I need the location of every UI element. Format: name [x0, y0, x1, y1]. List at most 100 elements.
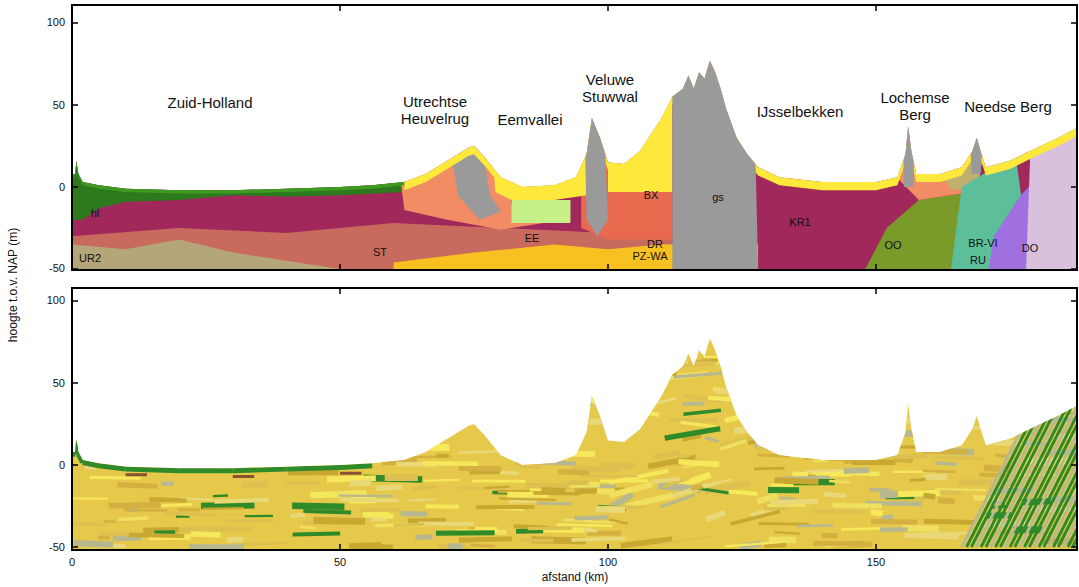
lithology-streak: [931, 371, 967, 377]
geologic-unit: [72, 239, 340, 269]
lithology-streak: [422, 411, 467, 416]
unit-code: RU: [970, 254, 986, 267]
lithology-streak: [224, 373, 244, 374]
unit-code: hl: [91, 207, 100, 220]
lithology-streak: [104, 520, 116, 523]
region-name: Utrechtse Heuvelrug: [385, 93, 485, 128]
lithology-streak: [72, 523, 106, 524]
lithology-streak: [829, 481, 850, 482]
lithology-streak: [1007, 406, 1044, 407]
lithology-streak: [558, 419, 602, 426]
lithology-streak: [311, 409, 359, 410]
lithology-streak: [829, 412, 879, 416]
lithology-streak: [867, 364, 895, 368]
lithology-streak: [1022, 398, 1070, 399]
lithology-streak: [293, 377, 321, 383]
lithology-streak: [439, 547, 470, 548]
lithology-streak: [350, 482, 371, 484]
lithology-streak: [652, 479, 680, 482]
lithology-streak: [436, 530, 495, 536]
lithology-streak: [372, 415, 396, 416]
lithology-streak: [96, 455, 124, 458]
lithology-streak: [203, 507, 244, 510]
lithology-streak: [792, 354, 834, 355]
axis-number: 100: [47, 16, 65, 29]
region-name: Lochemse Berg: [878, 89, 953, 124]
lithology-streak: [808, 372, 829, 373]
lithology-streak: [771, 483, 794, 487]
axis-number: 150: [867, 556, 885, 569]
lithology-streak: [871, 512, 883, 513]
lithology-streak: [636, 369, 676, 374]
unit-code: UR2: [79, 252, 101, 265]
lithology-streak: [349, 445, 391, 446]
lithology-streak: [896, 372, 911, 373]
lithology-streak: [914, 398, 926, 404]
axis-tick: [1071, 22, 1077, 24]
lithology-streak: [536, 502, 571, 506]
lithology-streak: [748, 430, 796, 444]
axis-tick: [72, 300, 78, 302]
lithology-streak: [98, 536, 110, 540]
axis-tick: [1071, 382, 1077, 384]
lithology-streak: [1009, 361, 1032, 362]
lithology-streak: [936, 463, 957, 465]
lithology-streak: [388, 373, 433, 379]
lithology-streak: [810, 510, 866, 514]
lithology-streak: [880, 491, 898, 499]
lithology-streak: [869, 489, 891, 490]
lithology-streak: [708, 398, 751, 401]
lithology-streak: [833, 503, 882, 508]
lithology-streak: [957, 354, 1016, 355]
lithology-streak: [411, 387, 457, 391]
lithology-streak: [393, 358, 427, 362]
region-name: Eemvallei: [497, 111, 562, 128]
lithology-streak: [863, 403, 912, 406]
lithology-streak: [372, 515, 393, 516]
lithology-streak: [306, 355, 347, 356]
lithology-streak: [810, 379, 836, 382]
lithology-streak: [275, 456, 316, 460]
lithology-streak: [402, 366, 453, 367]
lithology-streak: [620, 365, 651, 378]
lithology-streak: [471, 545, 496, 546]
lithology-streak: [340, 498, 398, 503]
lithology-streak: [822, 411, 841, 417]
lithology-streak: [797, 524, 833, 527]
axis-tick: [72, 464, 78, 466]
push-moraine: [903, 113, 915, 187]
unit-code: PZ-WA: [632, 250, 667, 263]
lithology-streak: [78, 454, 82, 462]
geologic-unit: [72, 23, 1077, 269]
lithology-streak: [661, 495, 694, 507]
lithology-streak: [541, 460, 576, 465]
axis-tick: [875, 5, 877, 11]
lithology-streak: [595, 506, 625, 513]
lithology-streak: [83, 463, 99, 466]
lithology-streak: [500, 472, 519, 473]
axis-number: 0: [69, 556, 75, 569]
lithology-streak: [233, 475, 254, 478]
lithology-streak: [910, 479, 926, 480]
lithology-streak: [458, 451, 498, 452]
lithology-streak: [165, 513, 216, 515]
lithology-streak: [459, 466, 502, 472]
axis-tick: [339, 288, 341, 294]
lithology-streak: [1039, 392, 1060, 398]
lithology-streak: [205, 396, 250, 400]
lithology-streak: [720, 441, 746, 449]
lithology-streak: [910, 390, 940, 392]
lithology-streak: [198, 384, 248, 390]
axis-tick: [1071, 186, 1077, 188]
lithology-streak: [248, 381, 273, 388]
lithology-streak: [143, 527, 179, 533]
lithology-streak: [520, 539, 554, 543]
lithology-streak: [119, 415, 161, 416]
lithology-streak: [1025, 368, 1066, 372]
lithology-streak: [758, 343, 807, 357]
lithology-streak: [85, 467, 96, 468]
lithology-streak: [211, 383, 235, 389]
lithology-streak: [281, 417, 303, 424]
lithology-streak: [609, 520, 628, 524]
lithology-streak: [364, 544, 393, 550]
